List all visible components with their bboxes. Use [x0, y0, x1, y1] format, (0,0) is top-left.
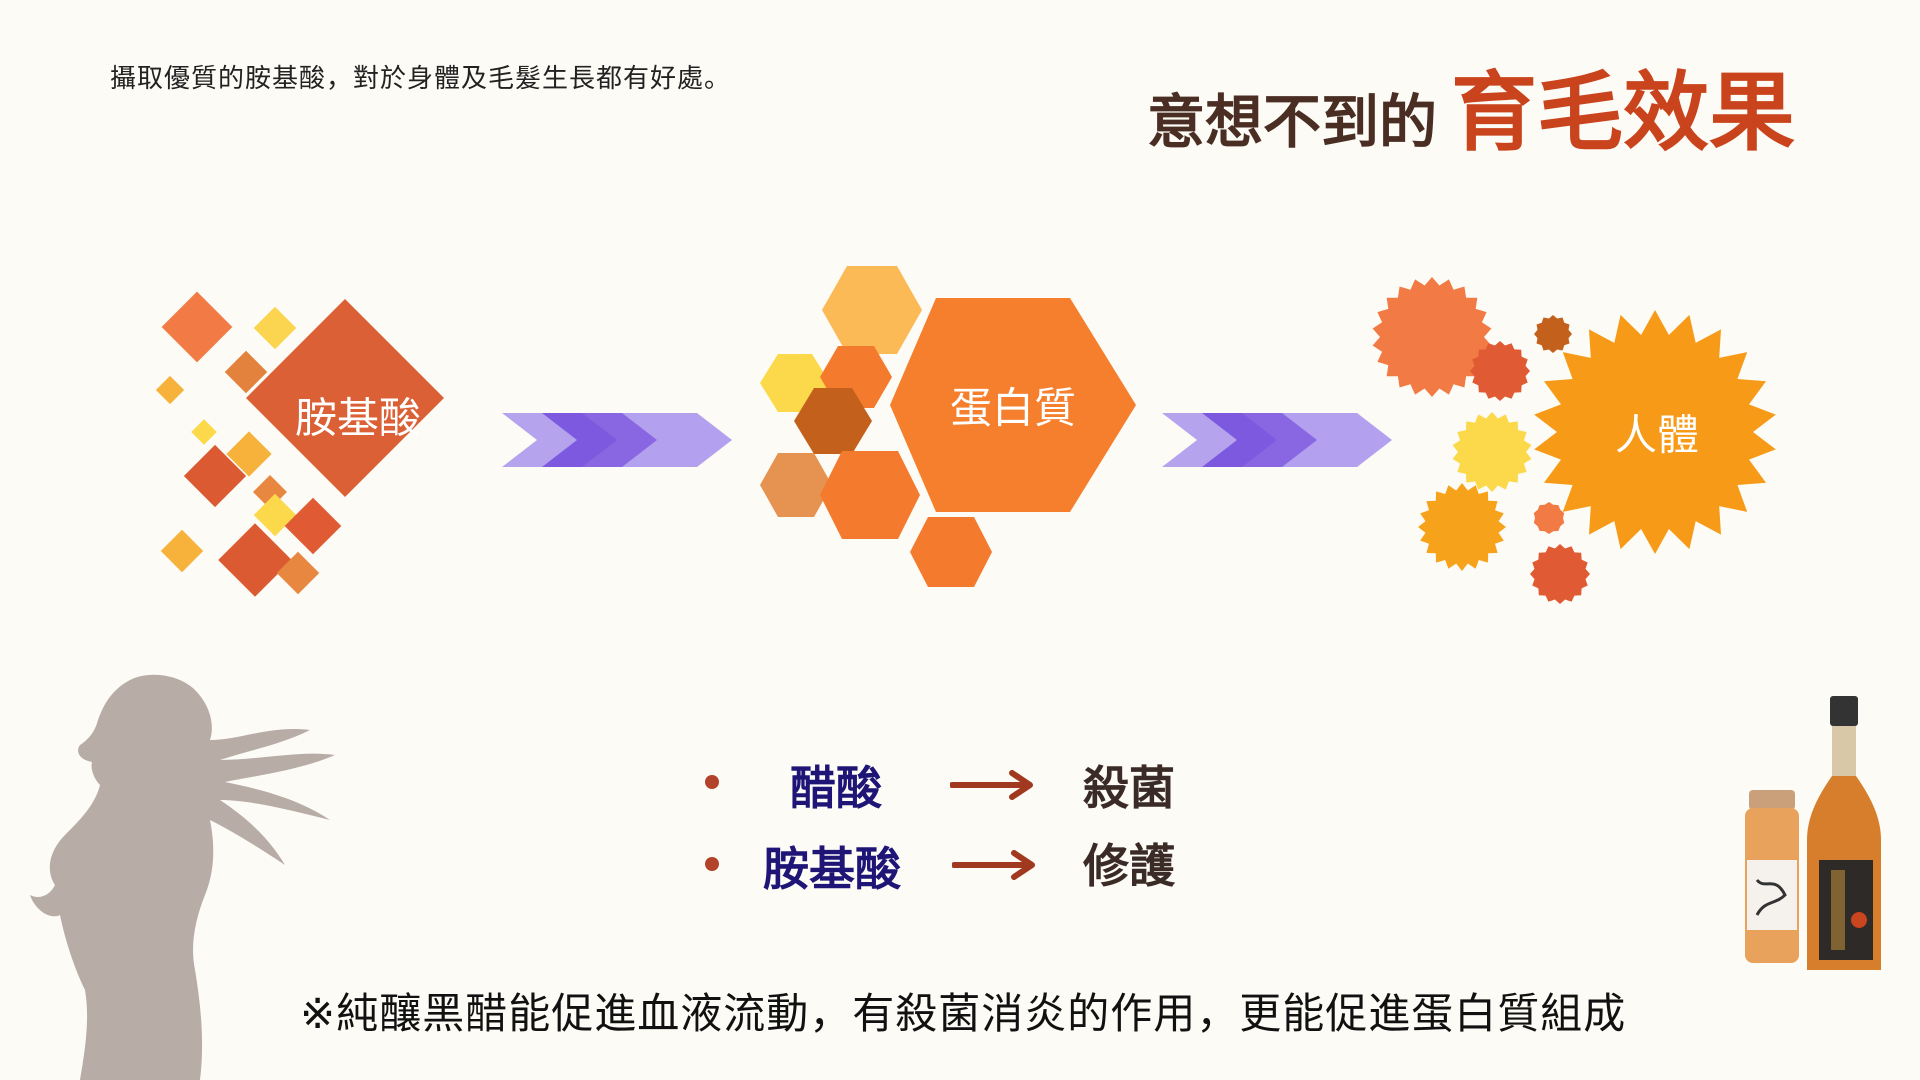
amino-acid-label: 胺基酸 [294, 393, 422, 443]
page-title: 意想不到的育毛效果 [1147, 70, 1795, 156]
decor-diamond [155, 375, 185, 405]
decor-burst [1530, 544, 1590, 604]
footnote-text: ※純釀黑醋能促進血液流動，有殺菌消炎的作用，更能促進蛋白質組成 [300, 989, 1627, 1038]
decor-burst [1418, 483, 1506, 571]
decor-hexagon [820, 451, 920, 539]
protein-cluster [760, 266, 1136, 587]
flow-arrow-2 [1162, 413, 1392, 467]
bullet-icon [705, 857, 719, 871]
effect-substance: 胺基酸 [763, 842, 901, 896]
decor-hexagon [910, 517, 992, 587]
decor-diamond [253, 306, 297, 350]
woman-silhouette-image [30, 674, 335, 1080]
decor-hexagon [760, 453, 832, 517]
effect-result: 殺菌 [1083, 761, 1175, 815]
decor-diamond [218, 523, 292, 597]
vinegar-bottles-image [1745, 696, 1881, 970]
flow-arrow-1 [502, 413, 732, 467]
decor-burst [1534, 315, 1572, 353]
decor-hexagon [794, 388, 872, 454]
human-body-label: 人體 [1614, 410, 1700, 460]
decor-burst [1533, 502, 1565, 534]
human-body-burst [1534, 310, 1776, 554]
decor-diamond [160, 529, 204, 573]
decor-diamond [284, 497, 342, 555]
amino-acid-diamond [246, 299, 444, 497]
right-arrow-icon [952, 850, 1035, 880]
bullet-icon [705, 775, 719, 789]
decor-burst [1470, 341, 1530, 401]
intro-text: 攝取優質的胺基酸，對於身體及毛髮生長都有好處。 [110, 64, 732, 94]
decor-hexagon [822, 266, 922, 354]
title-prefix: 意想不到的 [1146, 88, 1437, 156]
human-body-cluster [1372, 277, 1776, 604]
protein-hexagon [890, 298, 1136, 512]
right-arrow-icon [950, 770, 1033, 800]
decor-diamond [183, 444, 247, 508]
effect-result: 修護 [1083, 839, 1175, 893]
decor-diamond [191, 419, 217, 445]
decor-diamond [224, 350, 268, 394]
decor-diamond [161, 291, 233, 363]
title-emphasis: 育毛效果 [1451, 63, 1795, 163]
decor-burst [1452, 412, 1532, 492]
decor-burst [1372, 277, 1492, 397]
effect-substance: 醋酸 [790, 761, 882, 815]
protein-label: 蛋白質 [949, 383, 1077, 433]
